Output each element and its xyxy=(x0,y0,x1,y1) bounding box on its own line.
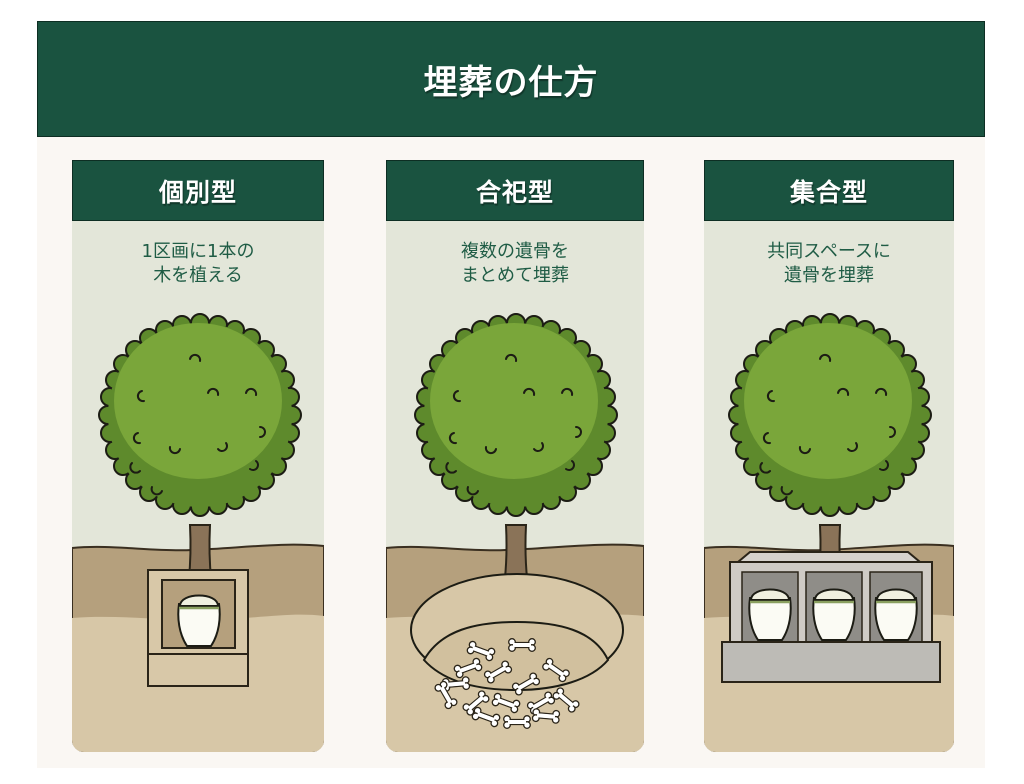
card-description: 複数の遺骨を まとめて埋葬 xyxy=(386,240,644,288)
collective-monument-icon xyxy=(721,551,941,683)
description-line: 1区画に1本の xyxy=(141,241,255,262)
card-heading-bar: 合祀型 xyxy=(386,160,644,221)
description-line: まとめて埋葬 xyxy=(461,265,569,286)
communal-burial-illustration xyxy=(386,312,644,752)
title-banner: 埋葬の仕方 xyxy=(37,21,985,137)
page-title: 埋葬の仕方 xyxy=(423,62,599,103)
card-individual-type: 個別型 1区画に1本の 木を植える xyxy=(72,160,324,752)
collective-burial-illustration xyxy=(704,312,954,752)
urn-vault-icon xyxy=(147,569,249,687)
card-heading-bar: 個別型 xyxy=(72,160,324,221)
card-heading: 合祀型 xyxy=(475,177,554,207)
description-line: 遺骨を埋葬 xyxy=(784,265,874,286)
card-description: 1区画に1本の 木を植える xyxy=(72,240,324,288)
card-communal-type: 合祀型 複数の遺骨を まとめて埋葬 xyxy=(386,160,644,752)
card-heading: 個別型 xyxy=(158,177,237,207)
card-heading: 集合型 xyxy=(789,177,868,207)
description-line: 木を植える xyxy=(153,265,243,286)
description-line: 複数の遺骨を xyxy=(461,241,569,262)
card-collective-type: 集合型 共同スペースに 遺骨を埋葬 xyxy=(704,160,954,752)
individual-burial-illustration xyxy=(72,312,324,752)
bone-pit-icon xyxy=(410,573,624,729)
description-line: 共同スペースに xyxy=(767,241,891,262)
card-heading-bar: 集合型 xyxy=(704,160,954,221)
card-description: 共同スペースに 遺骨を埋葬 xyxy=(704,240,954,288)
